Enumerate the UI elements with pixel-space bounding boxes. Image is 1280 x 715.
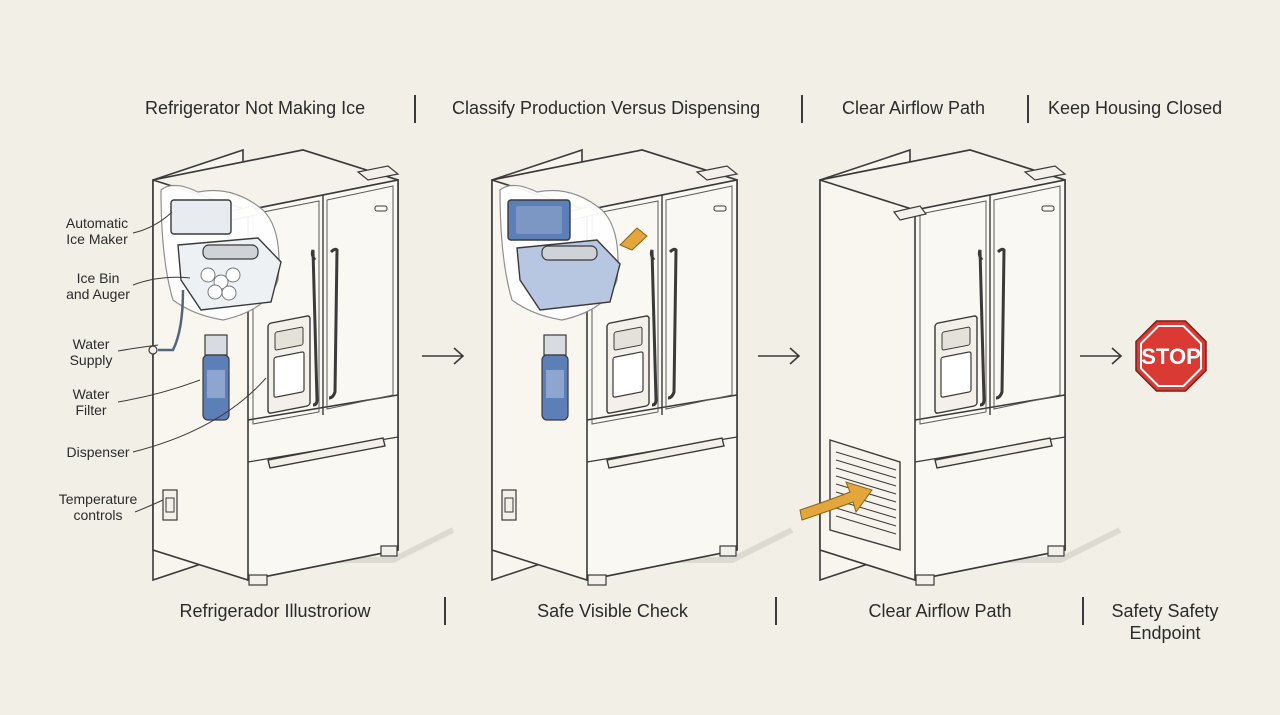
fridge-illustration-2: [492, 150, 792, 585]
callout-water-supply: Water Supply: [69, 336, 113, 368]
header-divider-1: [414, 95, 416, 123]
footer-divider-1: [444, 597, 446, 625]
footer-divider-2: [775, 597, 777, 625]
callout-ice-bin: Ice Bin and Auger: [66, 270, 130, 302]
stop-sign-text: STOP: [1141, 344, 1201, 369]
header-divider-2: [801, 95, 803, 123]
fridge-illustration-3: [799, 150, 1120, 585]
footer-divider-3: [1082, 597, 1084, 625]
header-step4: Keep Housing Closed: [1048, 98, 1223, 118]
footer-step2: Safe Visible Check: [537, 601, 688, 621]
footer-step1: Refrigerador Illustroriow: [179, 601, 371, 621]
stop-sign-icon: STOP: [1135, 320, 1207, 392]
flow-arrow-3: [1080, 347, 1123, 365]
callout-temperature-controls: Temperature controls: [58, 491, 138, 523]
flow-arrow-2: [758, 347, 801, 365]
footer-step3: Clear Airflow Path: [868, 601, 1012, 621]
fridge-illustration-1: [148, 150, 453, 585]
callout-water-filter: Water Filter: [72, 386, 110, 418]
header-step1: Refrigerator Not Making Ice: [145, 98, 366, 118]
callout-leader-lines: [117, 211, 267, 513]
flow-arrow-1: [422, 347, 465, 365]
callout-ice-maker: Automatic Ice Maker: [65, 215, 129, 247]
footer-step4: Safety Safety Endpoint: [1111, 601, 1219, 643]
header-divider-3: [1027, 95, 1029, 123]
header-step2: Classify Production Versus Dispensing: [452, 98, 761, 118]
header-step3: Clear Airflow Path: [842, 98, 986, 118]
callout-dispenser: Dispenser: [66, 444, 130, 460]
